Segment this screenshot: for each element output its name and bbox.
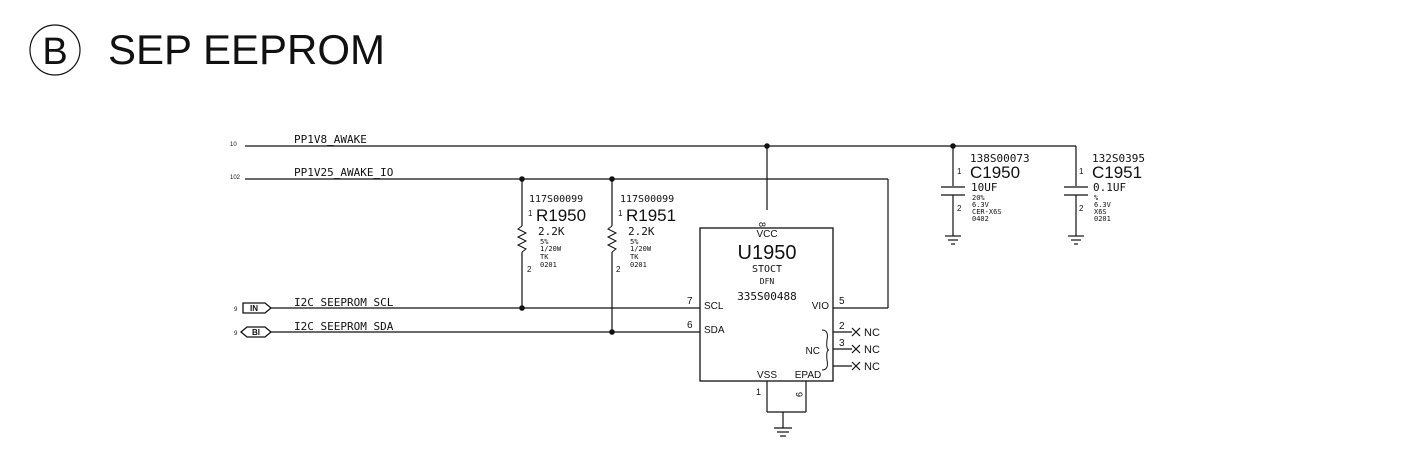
- no-connect-x: [851, 361, 861, 371]
- c1951-pin2: 2: [1079, 204, 1084, 213]
- net-pp1v8-label: PP1V8_AWAKE: [294, 133, 367, 146]
- net-scl: 9 IN I2C_SEEPROM_SCL: [234, 296, 700, 314]
- pin-num-scl: 7: [687, 296, 693, 307]
- r1950-value: 2.2K: [538, 225, 565, 238]
- resistor-symbol: [516, 225, 528, 253]
- resistor-symbol: [606, 225, 618, 253]
- input-port-flag: [242, 302, 273, 314]
- r1951-value: 2.2K: [628, 225, 655, 238]
- c1951-size: 0201: [1094, 215, 1111, 223]
- net-sda-page-ref: 9: [234, 331, 238, 337]
- net-scl-page-ref: 9: [234, 307, 238, 313]
- net-pp1v25: 102 PP1V25_AWAKE_IO: [230, 166, 889, 309]
- r1951-ref: R1951: [626, 206, 676, 225]
- r1950-tol: 5%: [540, 238, 549, 246]
- section-letter-circle: [29, 24, 81, 76]
- r1951-power: 1/20W: [630, 245, 652, 253]
- ic-u1950: 8 VCC U1950 STOCT DFN 335S00488 SCL 7 SD…: [687, 222, 880, 437]
- sda-flag-label: BI: [252, 328, 260, 337]
- nc-label: NC: [864, 344, 880, 356]
- no-connect-x: [851, 344, 861, 354]
- c1950-ref: C1950: [970, 163, 1020, 182]
- net-pp1v25-label: PP1V25_AWAKE_IO: [294, 166, 393, 179]
- r1950-type: TK: [540, 253, 549, 261]
- c1950-part: 138S00073: [970, 152, 1030, 165]
- capacitor-c1951: 1 2 132S0395 C1951 0.1UF % 6.3V X6S 0201: [1064, 152, 1145, 245]
- r1951-part: 117S00099: [620, 194, 674, 205]
- c1951-ref: C1951: [1092, 163, 1142, 182]
- pin-name-scl: SCL: [704, 301, 724, 312]
- c1950-type: CER-X6S: [972, 208, 1002, 216]
- resistor-r1951: 117S00099 1 R1951 2.2K 5% 1/20W TK 0201 …: [606, 179, 676, 332]
- r1951-size: 0201: [630, 261, 647, 269]
- pin-num-nc2: 2: [839, 321, 845, 332]
- pin-num-nc3: 3: [839, 338, 845, 349]
- r1951-pin1: 1: [618, 209, 623, 218]
- c1951-value: 0.1UF: [1093, 181, 1126, 194]
- net-pp1v25-page-ref: 102: [230, 175, 241, 181]
- c1950-tol: 20%: [972, 194, 985, 202]
- nc-label: NC: [864, 327, 880, 339]
- junction-dot: [609, 329, 615, 335]
- resistor-r1950: 117S00099 1 R1950 2.2K 5% 1/20W TK 0201 …: [516, 179, 586, 308]
- r1951-tol: 5%: [630, 238, 639, 246]
- u1950-part: 335S00488: [737, 290, 797, 303]
- c1951-part: 132S0395: [1092, 152, 1145, 165]
- c1951-voltage: 6.3V: [1094, 201, 1112, 209]
- net-sda-label: I2C_SEEPROM_SDA: [294, 320, 394, 333]
- r1951-pin2: 2: [616, 265, 621, 274]
- nc-label: NC: [864, 361, 880, 373]
- net-pp1v8-page-ref: 10: [230, 142, 237, 148]
- u1950-package: DFN: [760, 277, 775, 286]
- r1950-part: 117S00099: [529, 194, 583, 205]
- junction-dot: [519, 305, 525, 311]
- nc-group-label: NC: [806, 346, 820, 357]
- pin-name-sda: SDA: [704, 325, 725, 336]
- c1950-value: 10UF: [971, 181, 998, 194]
- scl-flag-label: IN: [250, 304, 258, 313]
- pin-name-vss: VSS: [757, 370, 777, 381]
- section-title: SEP EEPROM: [108, 26, 385, 73]
- pin-num-vio: 5: [839, 296, 845, 307]
- c1951-tol: %: [1094, 194, 1099, 202]
- no-connect-x: [851, 327, 861, 337]
- capacitor-c1950: 1 2 138S00073 C1950 10UF 20% 6.3V CER-X6…: [941, 152, 1030, 245]
- c1951-type: X6S: [1094, 208, 1107, 216]
- c1950-size: 0402: [972, 215, 989, 223]
- pin-num-vss: 1: [756, 387, 761, 397]
- c1951-pin1: 1: [1079, 167, 1084, 176]
- r1950-power: 1/20W: [540, 245, 562, 253]
- pin-name-vcc: VCC: [756, 229, 777, 240]
- net-sda: 9 BI I2C_SEEPROM_SDA: [234, 320, 700, 338]
- c1950-voltage: 6.3V: [972, 201, 990, 209]
- r1950-pin1: 1: [528, 209, 533, 218]
- r1950-ref: R1950: [536, 206, 586, 225]
- pin-name-epad: EPAD: [795, 370, 822, 381]
- r1951-type: TK: [630, 253, 639, 261]
- c1950-pin1: 1: [957, 167, 962, 176]
- u1950-ref: U1950: [738, 242, 797, 264]
- r1950-pin2: 2: [527, 265, 532, 274]
- r1950-size: 0201: [540, 261, 557, 269]
- net-pp1v8: 10 PP1V8_AWAKE: [230, 133, 1077, 210]
- c1950-pin2: 2: [957, 204, 962, 213]
- u1950-device: STOCT: [752, 264, 782, 275]
- pin-num-epad: 9: [794, 392, 804, 397]
- nc-group-brace: [821, 329, 830, 371]
- pin-num-sda: 6: [687, 320, 693, 331]
- net-scl-label: I2C_SEEPROM_SCL: [294, 296, 394, 309]
- section-letter: B: [42, 31, 67, 73]
- pin-name-vio: VIO: [812, 301, 829, 312]
- pin-num-vcc: 8: [757, 222, 767, 227]
